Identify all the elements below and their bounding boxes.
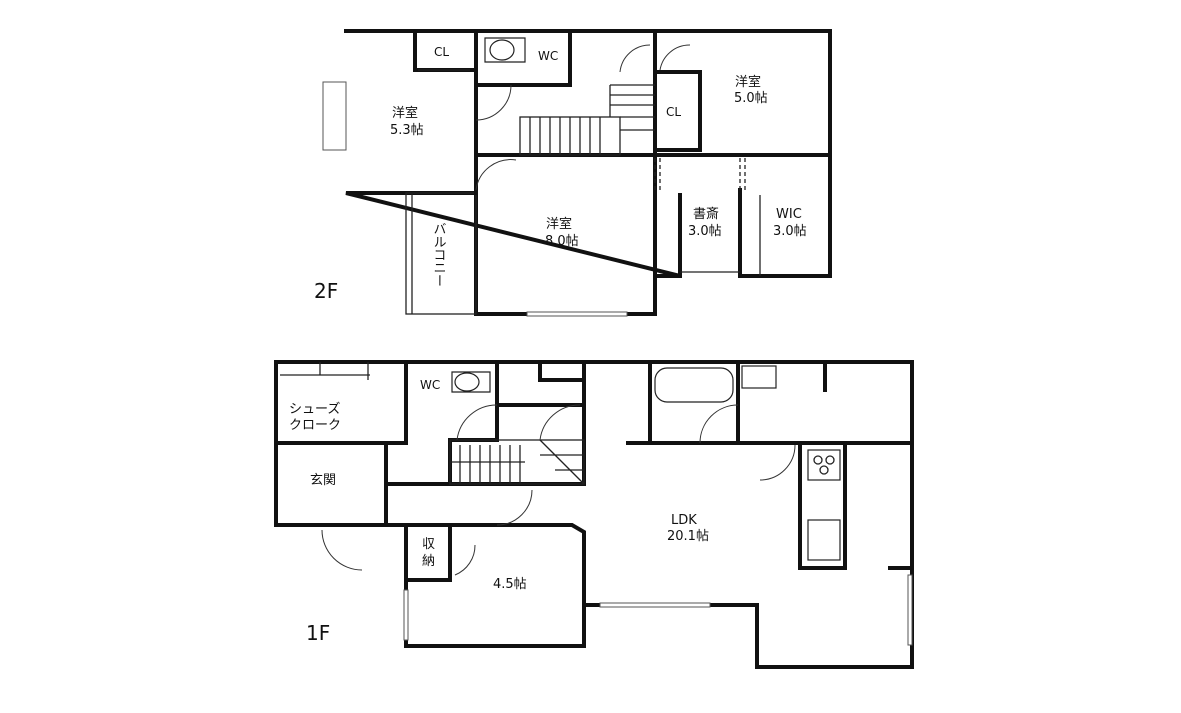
storage-label-1: 収 (422, 537, 435, 552)
shoe-closet-label-2: クローク (289, 418, 341, 433)
floor-2f: 洋室 5.3帖 洋室 5.0帖 洋室 8.0帖 書斎 3.0帖 WIC 3.0帖… (314, 29, 832, 317)
wall-2f-inner (413, 29, 832, 316)
stairs-1f (449, 439, 585, 485)
japanese-room-size: 4.5帖 (493, 577, 527, 592)
floor-1f: シューズ クローク 玄関 WC 収 納 4.5帖 LDK 20.1帖 1F (274, 360, 914, 669)
wall-2f-outer (344, 29, 832, 316)
toilet-1f-label: WC (420, 378, 440, 392)
toilet-2f-label: WC (538, 49, 558, 63)
closet-ne-label: CL (666, 105, 681, 119)
western-room-center-size: 8.0帖 (545, 234, 579, 249)
wall-1f-outer (274, 360, 914, 669)
kitchen-sink (807, 519, 841, 561)
study-label: 書斎 (693, 206, 719, 222)
western-room-nw-label: 洋室 (392, 105, 418, 121)
ldk-size: 20.1帖 (667, 529, 709, 544)
closet-nw-label: CL (434, 45, 449, 59)
western-room-ne-label: 洋室 (735, 74, 761, 90)
shoe-closet-label-1: シューズ (289, 401, 340, 417)
bathtub (654, 367, 734, 403)
stairs-2f (519, 84, 655, 156)
stove (807, 449, 841, 481)
western-room-center-label: 洋室 (546, 216, 572, 232)
storage-label-2: 納 (422, 554, 435, 569)
wall-1f-inner (274, 360, 914, 607)
floor-1f-label: 1F (306, 621, 330, 645)
study-size: 3.0帖 (688, 224, 722, 239)
western-room-ne-size: 5.0帖 (734, 91, 768, 106)
toilet-fixture-2f (484, 37, 526, 63)
wic-size: 3.0帖 (773, 224, 807, 239)
balcony-outline (405, 192, 477, 315)
wic-label: WIC (776, 207, 802, 222)
window-2f-west (322, 81, 347, 151)
balcony-label: バルコニー (431, 222, 447, 287)
ldk-label: LDK (671, 513, 697, 528)
western-room-nw-size: 5.3帖 (390, 123, 424, 138)
washbasin (741, 365, 777, 389)
toilet-fixture-1f (451, 371, 491, 393)
entrance-label: 玄関 (310, 473, 336, 488)
floor-2f-label: 2F (314, 279, 338, 303)
